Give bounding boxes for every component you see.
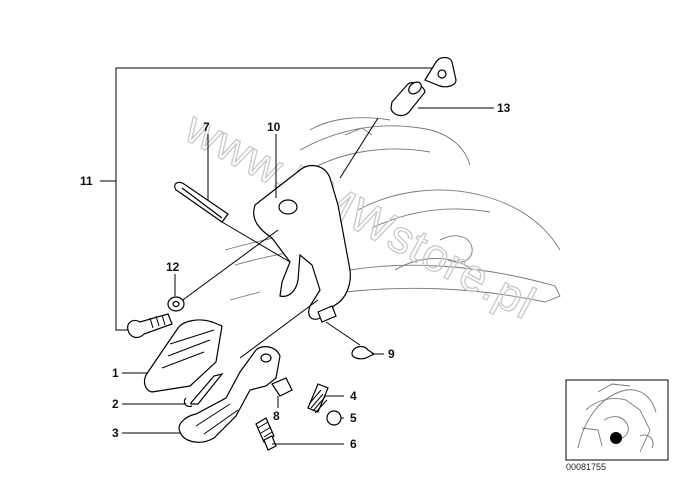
part-11-screw <box>127 313 173 339</box>
callout-11: 11 <box>80 174 93 188</box>
callout-10: 10 <box>267 120 281 134</box>
assembly-line-e <box>339 117 379 179</box>
part-6-bolt <box>255 417 277 451</box>
assembly-line-d <box>325 321 361 346</box>
assembly-line-c <box>239 299 319 359</box>
part-3-footrest <box>178 346 281 443</box>
callout-8: 8 <box>273 409 280 423</box>
part-13-sleeve <box>390 81 426 117</box>
part-13-clamp <box>424 56 457 88</box>
callout-4: 4 <box>350 389 357 403</box>
part-8-clip <box>271 377 293 397</box>
part-10-bracket <box>253 164 351 323</box>
part-12-washer <box>167 296 185 312</box>
callout-12: 12 <box>166 260 180 274</box>
part-9-clip <box>351 345 376 360</box>
part-5-ball <box>326 410 342 426</box>
callout-5: 5 <box>350 411 357 425</box>
thumbnail-locator <box>565 379 669 461</box>
callout-3: 3 <box>112 426 119 440</box>
assembly-line-b <box>179 229 279 303</box>
thumbnail-location-marker <box>610 432 622 444</box>
bracket-11-line <box>115 67 432 331</box>
callout-2: 2 <box>112 397 119 411</box>
part-1-rubber <box>143 319 223 393</box>
callout-13: 13 <box>497 101 511 115</box>
part-7-bolt <box>174 181 229 223</box>
assembly-line-a <box>221 221 291 263</box>
callout-7: 7 <box>203 120 210 134</box>
watermark-text: www.BMWstore.pl <box>176 100 544 329</box>
callout-6: 6 <box>350 437 357 451</box>
callout-1: 1 <box>112 366 119 380</box>
thumbnail-part-number: 00081755 <box>566 462 606 472</box>
part-4-spring <box>307 383 329 414</box>
callout-9: 9 <box>388 347 395 361</box>
